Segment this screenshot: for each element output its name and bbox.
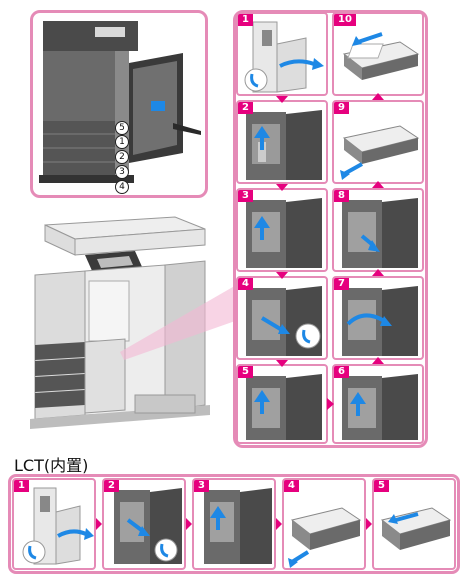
multifunction-printer-illustration xyxy=(30,216,210,429)
lct-step-3: 3 xyxy=(192,478,276,570)
step-number: 6 xyxy=(334,366,349,378)
flow-arrow-down xyxy=(276,184,288,191)
flow-arrow-up xyxy=(372,269,384,276)
grid-step-8: 8 xyxy=(332,188,424,272)
callout-2: 2 xyxy=(115,150,129,164)
step-number: 1 xyxy=(238,14,253,26)
step-number: 10 xyxy=(334,14,356,26)
zoom-connector xyxy=(120,284,238,360)
grid-step-10: 10 xyxy=(332,12,424,96)
lift-lever-illustration xyxy=(246,110,322,180)
flow-arrow-right xyxy=(366,518,372,530)
close-inner-cover-illustration xyxy=(246,374,322,440)
lower-lever-illustration xyxy=(342,198,418,268)
pull-tray-illustration xyxy=(340,125,420,180)
step-number: 7 xyxy=(334,278,349,290)
step-number: 4 xyxy=(284,480,299,492)
callout-1: 1 xyxy=(115,135,129,149)
open-side-door-illustration xyxy=(244,21,324,93)
flow-arrow-right xyxy=(186,518,192,530)
flow-arrow-up xyxy=(372,357,384,364)
flow-arrow-down xyxy=(276,96,288,103)
printer-open-door-illustration xyxy=(39,21,201,183)
release-cover-illustration xyxy=(246,198,322,268)
pull-drawer-illustration xyxy=(288,507,362,568)
grid-step-3: 3 xyxy=(236,188,328,272)
flow-arrow-right xyxy=(96,518,102,530)
lct-section-title: LCT(内置) xyxy=(14,456,89,475)
step-number: 2 xyxy=(238,102,253,114)
flow-arrow-down xyxy=(276,360,288,367)
flow-arrow-down xyxy=(276,272,288,279)
grid-step-1: 1 xyxy=(236,12,328,96)
flow-arrow-up xyxy=(372,93,384,100)
overview-panel: 5 1 2 3 4 xyxy=(30,10,208,198)
step-number: 5 xyxy=(374,480,389,492)
flow-arrow-up xyxy=(372,181,384,188)
step-number: 5 xyxy=(238,366,253,378)
callout-4: 4 xyxy=(115,180,129,194)
step-number: 9 xyxy=(334,102,349,114)
step-number: 8 xyxy=(334,190,349,202)
grid-step-9: 9 xyxy=(332,100,424,184)
open-side-door-illustration xyxy=(22,487,94,565)
step-number: 2 xyxy=(104,480,119,492)
step-number: 1 xyxy=(14,480,29,492)
push-drawer-illustration xyxy=(380,507,452,550)
grid-step-5: 5 xyxy=(236,364,328,444)
grid-step-2: 2 xyxy=(236,100,328,184)
close-door-illustration xyxy=(342,374,418,440)
insert-tray-illustration xyxy=(342,32,420,80)
lct-step-1: 1 xyxy=(12,478,96,570)
remove-paper-illustration xyxy=(246,286,322,356)
lct-step-5: 5 xyxy=(372,478,456,570)
rotate-dial-illustration xyxy=(342,286,418,356)
flow-arrow-right xyxy=(327,398,334,410)
callout-3: 3 xyxy=(115,165,129,179)
lift-guide-illustration xyxy=(204,488,272,564)
lct-step-2: 2 xyxy=(102,478,186,570)
step-number: 3 xyxy=(238,190,253,202)
grid-step-7: 7 xyxy=(332,276,424,360)
pull-lever-illustration xyxy=(114,488,182,564)
step-number: 3 xyxy=(194,480,209,492)
step-number: 4 xyxy=(238,278,253,290)
callout-5: 5 xyxy=(115,121,129,135)
grid-step-6: 6 xyxy=(332,364,424,444)
flow-arrow-right xyxy=(276,518,282,530)
lct-step-4: 4 xyxy=(282,478,366,570)
grid-step-4: 4 xyxy=(236,276,328,360)
